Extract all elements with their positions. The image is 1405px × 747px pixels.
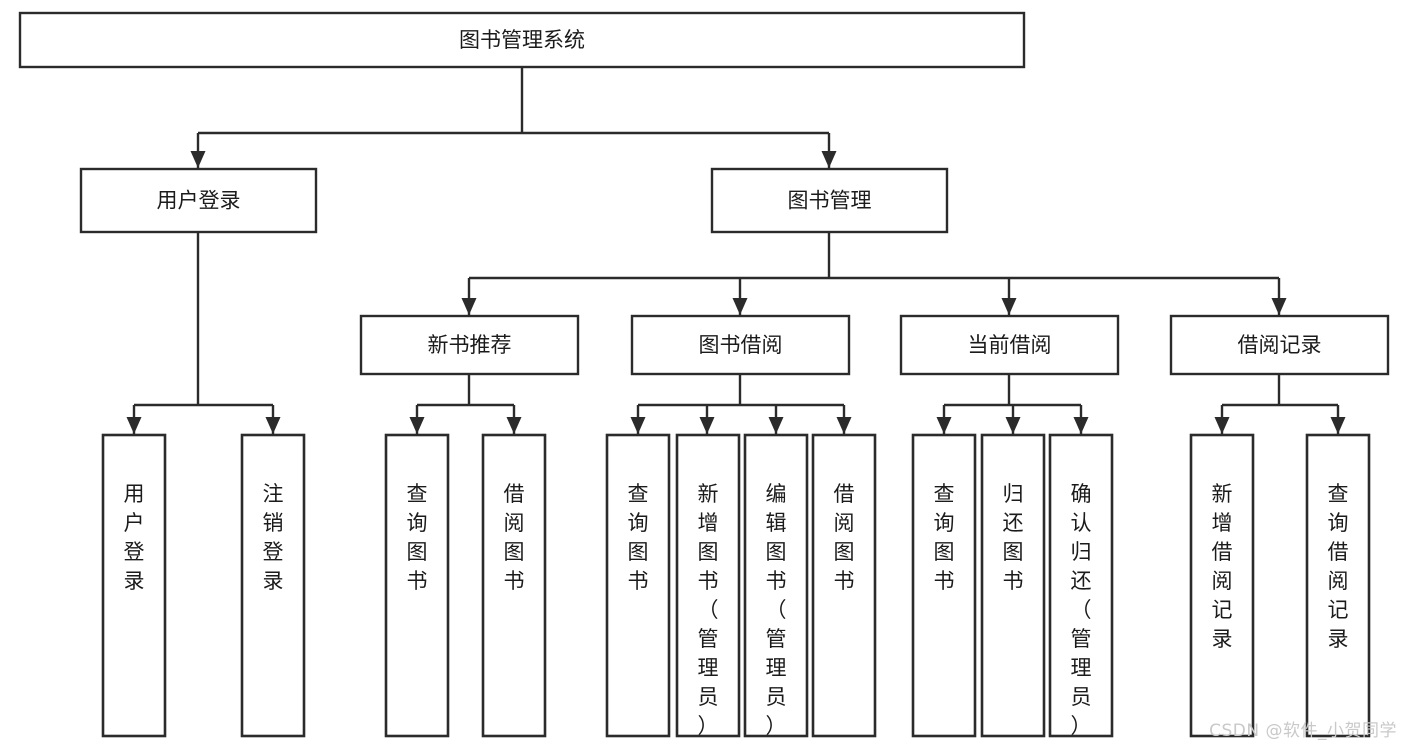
node-label-book-borrow: 图书借阅: [699, 333, 783, 357]
node-box-leaf-borrow-book: [811, 433, 877, 738]
node-box-leaf-add-book: [675, 433, 741, 738]
node-label-book-management: 图书管理: [788, 189, 872, 213]
node-box-leaf-confirm-return: [1048, 433, 1114, 738]
node-leaf-borrow-book[interactable]: 借阅图书: [811, 433, 877, 738]
node-label-leaf-borrow-book: 借阅图书: [834, 482, 855, 593]
node-box-leaf-query-book-rec: [384, 433, 450, 738]
node-box-current-borrow: [899, 314, 1120, 376]
node-label-borrow-record: 借阅记录: [1238, 333, 1322, 357]
node-label-leaf-query-record: 查询借阅记录: [1328, 482, 1349, 651]
node-box-leaf-return-book: [980, 433, 1046, 738]
node-label-leaf-confirm-return: 确认归还（管理员）: [1071, 482, 1092, 738]
node-box-root: [18, 11, 1026, 69]
node-box-leaf-query-book-borrow: [605, 433, 671, 738]
node-label-leaf-add-book: 新增图书（管理员）: [698, 482, 719, 738]
node-root[interactable]: 图书管理系统: [18, 11, 1026, 69]
node-label-leaf-user-login: 用户登录: [124, 482, 145, 593]
node-label-leaf-query-book-current: 查询图书: [934, 482, 955, 593]
node-box-leaf-user-login: [101, 433, 167, 738]
node-leaf-return-book[interactable]: 归还图书: [980, 433, 1046, 738]
node-leaf-query-book-rec[interactable]: 查询图书: [384, 433, 450, 738]
csdn-watermark: CSDN @软件_小贺同学: [1209, 721, 1397, 741]
node-label-root: 图书管理系统: [459, 28, 585, 52]
node-book-borrow[interactable]: 图书借阅: [630, 314, 851, 376]
node-box-user-login: [79, 167, 318, 234]
node-label-leaf-borrow-book-rec: 借阅图书: [504, 482, 525, 593]
node-leaf-add-book[interactable]: 新增图书（管理员）: [675, 433, 741, 738]
node-new-book-recommend[interactable]: 新书推荐: [359, 314, 580, 376]
node-leaf-query-record[interactable]: 查询借阅记录: [1305, 433, 1371, 738]
node-leaf-query-book-current[interactable]: 查询图书: [911, 433, 977, 738]
node-borrow-record[interactable]: 借阅记录: [1169, 314, 1390, 376]
node-label-leaf-return-book: 归还图书: [1003, 482, 1024, 593]
node-leaf-query-book-borrow[interactable]: 查询图书: [605, 433, 671, 738]
node-label-new-book-recommend: 新书推荐: [428, 333, 512, 357]
node-leaf-borrow-book-rec[interactable]: 借阅图书: [481, 433, 547, 738]
node-box-leaf-borrow-book-rec: [481, 433, 547, 738]
node-user-login[interactable]: 用户登录: [79, 167, 318, 234]
node-leaf-edit-book[interactable]: 编辑图书（管理员）: [743, 433, 809, 738]
node-label-leaf-add-record: 新增借阅记录: [1212, 482, 1233, 651]
node-box-borrow-record: [1169, 314, 1390, 376]
node-box-new-book-recommend: [359, 314, 580, 376]
node-label-leaf-query-book-borrow: 查询图书: [628, 482, 649, 593]
node-label-user-login: 用户登录: [157, 189, 241, 213]
node-label-leaf-query-book-rec: 查询图书: [407, 482, 428, 593]
node-current-borrow[interactable]: 当前借阅: [899, 314, 1120, 376]
node-box-leaf-query-record: [1305, 433, 1371, 738]
node-label-leaf-edit-book: 编辑图书（管理员）: [766, 482, 787, 738]
node-leaf-logout[interactable]: 注销登录: [240, 433, 306, 738]
node-box-book-borrow: [630, 314, 851, 376]
node-box-book-management: [710, 167, 949, 234]
node-box-leaf-logout: [240, 433, 306, 738]
node-book-management[interactable]: 图书管理: [710, 167, 949, 234]
node-box-leaf-edit-book: [743, 433, 809, 738]
node-box-leaf-add-record: [1189, 433, 1255, 738]
node-leaf-confirm-return[interactable]: 确认归还（管理员）: [1048, 433, 1114, 738]
node-leaf-add-record[interactable]: 新增借阅记录: [1189, 433, 1255, 738]
node-label-leaf-logout: 注销登录: [263, 482, 284, 593]
node-label-current-borrow: 当前借阅: [968, 333, 1052, 357]
node-box-leaf-query-book-current: [911, 433, 977, 738]
node-leaf-user-login[interactable]: 用户登录: [101, 433, 167, 738]
